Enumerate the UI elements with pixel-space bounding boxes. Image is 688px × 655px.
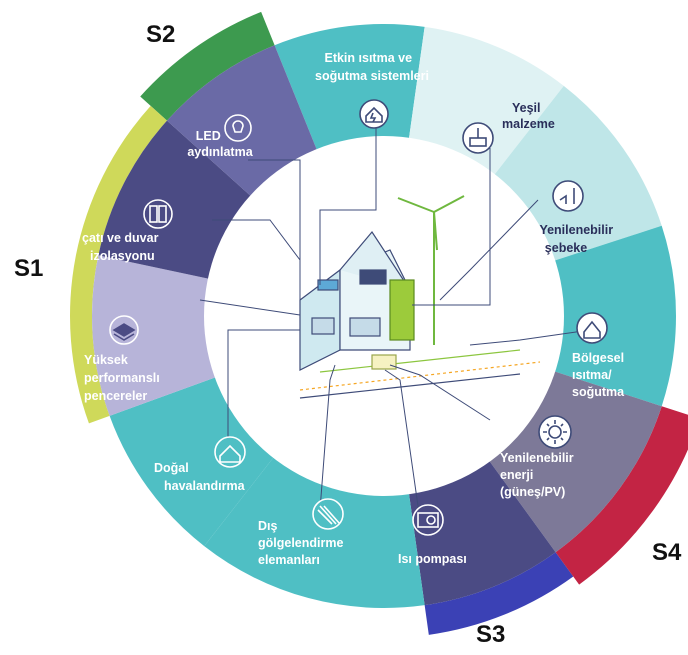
connector-lines [199, 100, 591, 521]
label-sebeke: Yenilenebilir şebeke [539, 223, 616, 255]
segment-isi-pompasi [408, 460, 556, 606]
house-energy-icon [359, 99, 389, 129]
label-isi-pompasi: Isı pompası [398, 552, 467, 566]
label-s1: S1 [14, 255, 43, 282]
label-s4: S4 [652, 539, 682, 566]
s2-arc [140, 11, 275, 121]
insulation-icon [143, 199, 173, 229]
s4-arc [555, 406, 688, 585]
segment-cati-duvar [98, 120, 252, 279]
segment-bolgesel-isitma [553, 225, 676, 407]
label-s3: S3 [476, 621, 505, 648]
grid-turbine-icon [552, 180, 584, 212]
segment-dogal-havalandirma [109, 376, 275, 547]
sun-icon [538, 415, 572, 449]
segment-icons [109, 99, 608, 536]
district-heating-icon [576, 312, 608, 344]
ventilation-icon [214, 436, 246, 468]
label-bolgesel: Bölgesel ısıtma/ soğutma [572, 351, 628, 399]
label-dogal-havalandirma: Doğal havalandırma [154, 461, 246, 493]
label-dis-golgelendirme: Dış gölgelendirme elemanları [258, 519, 347, 567]
green-material-icon [462, 122, 494, 154]
label-yenilenebilir-enerji: Yenilenebilir enerji (güneş/PV) [500, 451, 577, 499]
s3-arc [424, 552, 574, 635]
ring [91, 24, 676, 608]
label-etkin: Etkin ısıtma ve soğutma sistemleri [315, 51, 429, 83]
light-bulb-icon [224, 114, 252, 142]
s1-arc [70, 105, 168, 424]
label-cati-duvar: çatı ve duvar izolasyonu [82, 231, 162, 263]
label-yuksek-performans: Yüksek performanslı pencereler [84, 353, 163, 403]
segment-yenilenebilir-sebeke [493, 85, 662, 261]
label-yesil: Yeşil malzeme [502, 101, 555, 131]
scope-labels: S1 S2 S3 S4 [14, 21, 682, 648]
label-s2: S2 [146, 21, 175, 48]
segment-yesil-malzeme [408, 26, 564, 176]
building-illustration [299, 195, 541, 399]
shading-icon [312, 498, 344, 530]
segment-yuksek-performans [91, 255, 217, 416]
outer-scope-arcs [70, 11, 688, 635]
segment-labels: LED aydınlatma Etkin ısıtma ve soğutma s… [82, 51, 628, 567]
window-layers-icon [109, 315, 139, 345]
heat-pump-icon [412, 504, 444, 536]
label-led: LED aydınlatma [187, 129, 253, 159]
